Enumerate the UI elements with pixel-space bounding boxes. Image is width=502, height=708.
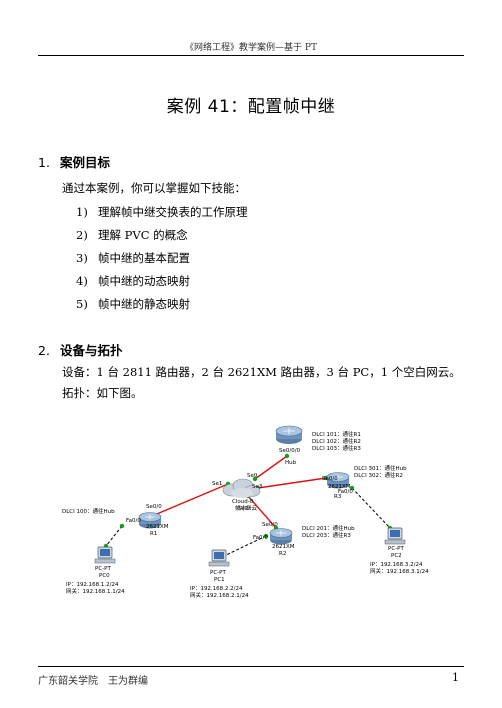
list-text: 理解帧中继交换表的工作原理 bbox=[98, 205, 248, 219]
section-title: 案例目标 bbox=[60, 155, 111, 170]
list-number: 3) bbox=[76, 251, 88, 265]
r1-model: 2621XM bbox=[146, 524, 169, 530]
list-text: 帧中继的静态映射 bbox=[98, 297, 190, 311]
link-r3-pc2 bbox=[351, 487, 391, 529]
pc2-gateway: 网关：192.168.3.1/24 bbox=[370, 567, 429, 575]
cloud-port-se1: Se1 bbox=[212, 481, 222, 487]
list-item: 1) 理解帧中继交换表的工作原理 bbox=[76, 204, 248, 220]
list-text: 理解 PVC 的概念 bbox=[98, 228, 188, 242]
list-number: 5) bbox=[76, 297, 88, 311]
r2-name: R2 bbox=[279, 551, 286, 557]
hub-dlci-2: DLCI 102：通往R2 bbox=[312, 437, 361, 445]
r1-fa-port: Fa0/0 bbox=[126, 518, 141, 524]
ethernet-links bbox=[105, 487, 391, 557]
cloud-port-se0: Se0 bbox=[247, 473, 258, 479]
equipment-text: 设备：1 台 2811 路由器，2 台 2621XM 路由器，3 台 PC，1 … bbox=[62, 365, 461, 379]
list-item: 4) 帧中继的动态映射 bbox=[76, 273, 190, 289]
r3-model: 2621XM bbox=[328, 484, 351, 490]
r1-name: R1 bbox=[150, 531, 157, 537]
pc1-name: PC1 bbox=[214, 577, 225, 583]
list-number: 4) bbox=[76, 274, 88, 288]
pc0-name: PC0 bbox=[99, 573, 110, 579]
r2-fa-port: Fa0/0 bbox=[253, 535, 268, 541]
r2-model: 2621XM bbox=[272, 544, 295, 550]
router-r1-icon bbox=[138, 512, 162, 529]
pc2-name: PC2 bbox=[391, 553, 402, 559]
hub-dlci-3: DLCI 103：通往R3 bbox=[312, 444, 361, 452]
section-title: 设备与拓扑 bbox=[60, 343, 123, 358]
link-r1-cloud bbox=[151, 483, 229, 517]
hub-name: Hub bbox=[285, 460, 297, 466]
cloud-name: Cloud-0 bbox=[232, 499, 254, 505]
list-item: 5) 帧中继的静态映射 bbox=[76, 296, 190, 312]
r2-dlci-2: DLCI 203：通往R3 bbox=[302, 531, 351, 539]
list-item: 3) 帧中继的基本配置 bbox=[76, 250, 190, 266]
r3-serial-port: Se0/0 bbox=[322, 476, 338, 482]
footer-rule bbox=[38, 666, 464, 667]
pc2-ip: IP：192.168.3.2/24 bbox=[370, 562, 423, 568]
page-title: 案例 41：配置帧中继 bbox=[166, 97, 336, 117]
list-number: 2) bbox=[76, 228, 88, 242]
link-r2-cloud bbox=[247, 495, 277, 529]
list-number: 1) bbox=[76, 205, 88, 219]
pc0-type: PC-PT bbox=[95, 566, 111, 572]
router-r3-icon bbox=[326, 472, 350, 489]
list-item: 2) 理解 PVC 的概念 bbox=[76, 227, 188, 243]
hub-port: Se0/0/0 bbox=[279, 448, 301, 454]
section-number: 2. bbox=[38, 343, 50, 358]
page-number: 1 bbox=[452, 671, 459, 684]
router-hub-icon bbox=[275, 425, 303, 444]
section-heading-goals: 1. 案例目标 bbox=[38, 152, 110, 171]
pc1-ip: IP：192.168.2.2/24 bbox=[190, 586, 243, 592]
pc2-icon bbox=[384, 527, 406, 545]
cloud-subtitle: 帧中继云 bbox=[235, 504, 258, 512]
hub-dlci-1: DLCI 101：通往R1 bbox=[312, 430, 361, 438]
pc0-icon bbox=[94, 546, 116, 564]
list-text: 帧中继的基本配置 bbox=[98, 251, 190, 265]
link-r2-pc1 bbox=[223, 535, 267, 557]
r1-serial-port: Se0/0 bbox=[146, 504, 162, 510]
cloud-port-se2: Se2 bbox=[238, 506, 248, 512]
section-number: 1. bbox=[38, 155, 50, 170]
topology-label: 拓扑：如下图。 bbox=[62, 386, 143, 400]
list-text: 帧中继的动态映射 bbox=[98, 274, 190, 288]
pc1-icon bbox=[208, 549, 230, 567]
pc1-type: PC-PT bbox=[210, 570, 226, 576]
pc2-type: PC-PT bbox=[388, 546, 404, 552]
link-hub-cloud bbox=[254, 455, 288, 480]
link-r3-cloud bbox=[257, 477, 327, 489]
header-rule bbox=[38, 55, 464, 56]
r3-name: R3 bbox=[334, 494, 342, 500]
serial-links bbox=[151, 455, 327, 529]
section-heading-topology: 2. 设备与拓扑 bbox=[38, 340, 123, 359]
r3-fa-port: Fa0/0 bbox=[338, 489, 353, 495]
topology-diagram: Se0/0/0 Hub DLCI 101：通往R1 DLCI 102：通往R2 … bbox=[62, 425, 429, 599]
footer-author: 广东韶关学院 王为群编 bbox=[38, 676, 148, 687]
pc0-ip: IP：192.168.1.2/24 bbox=[66, 582, 119, 588]
r3-dlci-2: DLCI 302：通往R2 bbox=[354, 471, 403, 479]
frame-relay-cloud-icon bbox=[222, 478, 261, 498]
cloud-port-se3: Se3 bbox=[252, 484, 263, 490]
r3-dlci-1: DLCI 301：通往Hub bbox=[354, 464, 407, 472]
r2-serial-port: Se0/0 bbox=[262, 522, 278, 528]
link-r1-pc0 bbox=[105, 525, 123, 547]
goal-intro: 通过本案例，你可以掌握如下技能： bbox=[62, 181, 246, 195]
page-header: 《网络工程》教学案例—基于 PT bbox=[185, 43, 317, 53]
pc0-gateway: 网关：192.168.1.1/24 bbox=[66, 587, 125, 595]
pc1-gateway: 网关：192.168.2.1/24 bbox=[190, 591, 249, 599]
r2-dlci-1: DLCI 201：通往Hub bbox=[302, 524, 355, 532]
router-r2-icon bbox=[269, 528, 293, 545]
r1-dlci: DLCI 100：通往Hub bbox=[62, 507, 115, 515]
